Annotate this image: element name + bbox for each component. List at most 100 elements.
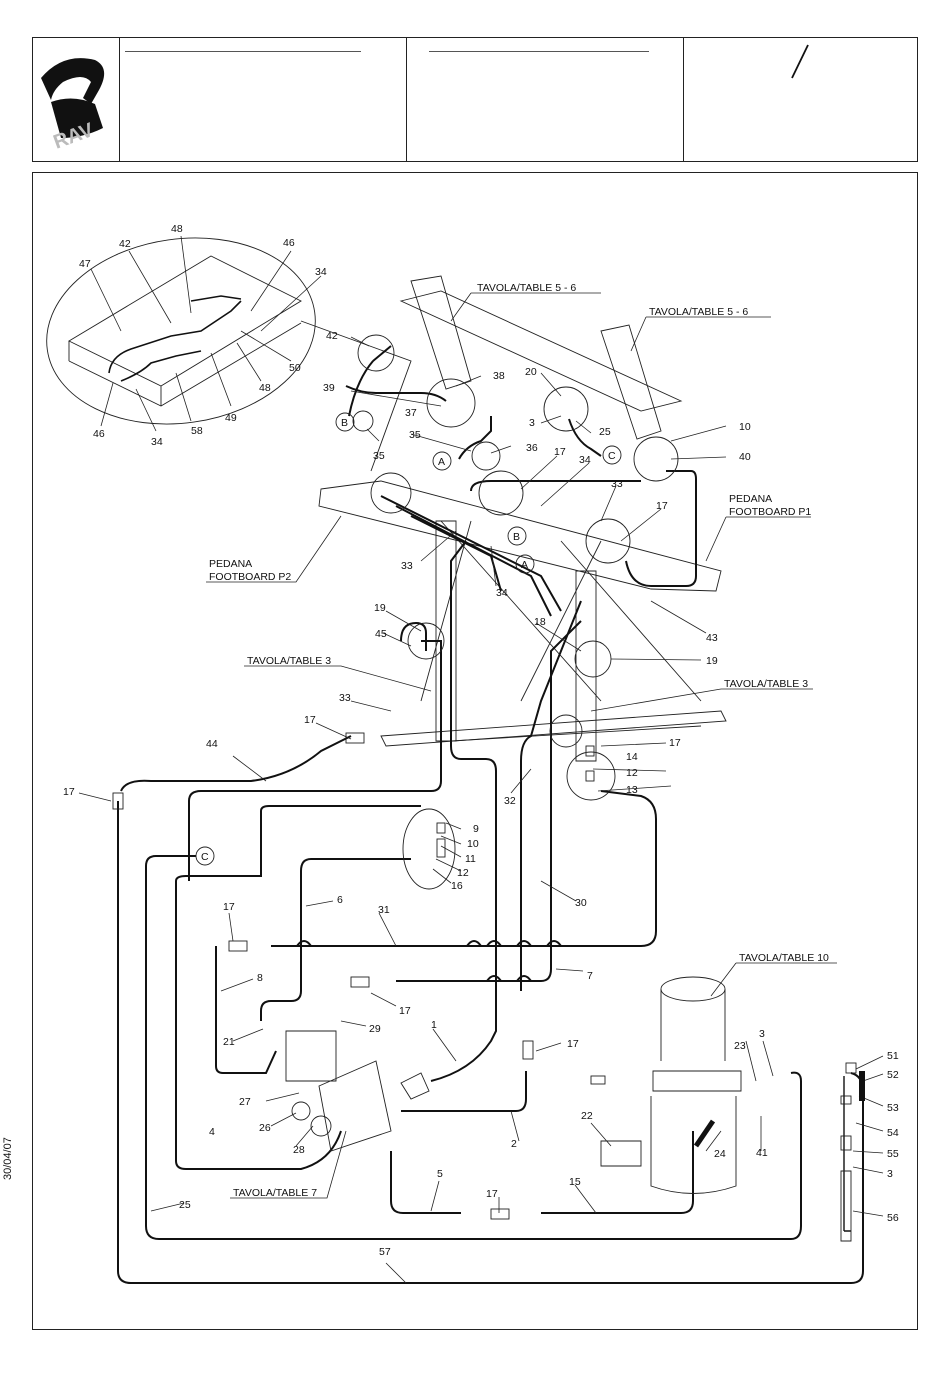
callout-40: 40 (739, 451, 751, 463)
connector-a-mid-label: A (521, 559, 528, 571)
callout-26: 26 (259, 1122, 271, 1134)
callout-46a: 46 (283, 237, 295, 249)
callout-22: 22 (581, 1110, 593, 1122)
connector-b-top-label: B (341, 417, 348, 429)
callout-48b: 48 (259, 382, 271, 394)
connector-c-top-label: C (608, 450, 616, 462)
connector-a-top-label: A (438, 456, 445, 468)
connector-c-top (602, 445, 622, 465)
callout-57: 57 (379, 1246, 391, 1258)
pipe-crossings (296, 940, 562, 982)
detail-circles (352, 334, 679, 890)
callout-3a: 3 (529, 417, 535, 429)
callout-50: 50 (289, 362, 301, 374)
connector-b-mid-label: B (513, 531, 520, 543)
title-cell-2 (406, 38, 683, 161)
date-stamp: 30/04/07 (2, 1137, 14, 1180)
callout-17e: 17 (669, 737, 681, 749)
callout-12b: 12 (626, 767, 638, 779)
connector-symbols: B A C B A C (195, 412, 622, 866)
callout-15: 15 (569, 1176, 581, 1188)
callout-34c: 34 (579, 454, 591, 466)
callout-42b: 42 (326, 330, 338, 342)
detail-ellipse (46, 237, 412, 472)
callout-6: 6 (337, 894, 343, 906)
callout-55: 55 (887, 1148, 899, 1160)
callout-27: 27 (239, 1096, 251, 1108)
callout-54: 54 (887, 1127, 899, 1139)
callout-33a: 33 (611, 478, 623, 490)
label-table-3-left: TAVOLA/TABLE 3 (247, 655, 331, 667)
callout-52: 52 (887, 1069, 899, 1081)
callout-32: 32 (504, 795, 516, 807)
callout-24: 24 (714, 1148, 726, 1160)
callout-29: 29 (369, 1023, 381, 1035)
hydraulic-diagram: B A C B A C TAVOLA/TABLE 5 - 6 TAVOLA/TA… (32, 172, 918, 1330)
callout-3c: 3 (887, 1168, 893, 1180)
callout-23: 23 (734, 1040, 746, 1052)
callout-1: 1 (431, 1019, 437, 1031)
callout-17i: 17 (486, 1188, 498, 1200)
label-footboard-p1-2: FOOTBOARD P1 (729, 506, 811, 518)
callout-7: 7 (587, 970, 593, 982)
label-footboard-p1-1: PEDANA (729, 493, 772, 505)
callout-17h: 17 (567, 1038, 579, 1050)
callout-17a: 17 (554, 446, 566, 458)
label-table-5-6-right: TAVOLA/TABLE 5 - 6 (649, 306, 748, 318)
fittings (112, 732, 865, 1220)
callout-44: 44 (206, 738, 218, 750)
callout-17c: 17 (304, 714, 316, 726)
connector-c-bottom-label: C (201, 851, 209, 863)
title-cell-1 (119, 38, 406, 161)
callout-19a: 19 (374, 602, 386, 614)
callout-35b: 35 (373, 450, 385, 462)
callout-8: 8 (257, 972, 263, 984)
callout-17b: 17 (656, 500, 668, 512)
callout-43: 43 (706, 632, 718, 644)
callout-38: 38 (493, 370, 505, 382)
title-cell-3: / (683, 38, 919, 161)
lift-structure (318, 275, 727, 762)
connector-b-mid (507, 526, 527, 546)
callout-9: 9 (473, 823, 479, 835)
title-block: RAV / (32, 37, 918, 162)
callout-30: 30 (575, 897, 587, 909)
label-table-7: TAVOLA/TABLE 7 (233, 1187, 317, 1199)
callout-47: 47 (79, 258, 91, 270)
callout-3b: 3 (759, 1028, 765, 1040)
callout-58: 58 (191, 425, 203, 437)
callout-17f: 17 (223, 901, 235, 913)
pump-unit (650, 976, 742, 1194)
callout-31: 31 (378, 904, 390, 916)
label-table-10: TAVOLA/TABLE 10 (739, 952, 829, 964)
callout-10b: 10 (467, 838, 479, 850)
callout-42a: 42 (119, 238, 131, 250)
callout-34b: 34 (151, 436, 163, 448)
callout-41: 41 (756, 1147, 768, 1159)
callout-18: 18 (534, 616, 546, 628)
connector-b-top (335, 412, 355, 432)
callout-5: 5 (437, 1168, 443, 1180)
valve-block (285, 1030, 642, 1167)
callout-12a: 12 (457, 867, 469, 879)
table-labels: TAVOLA/TABLE 5 - 6 TAVOLA/TABLE 5 - 6 PE… (206, 282, 837, 1199)
callout-33b: 33 (401, 560, 413, 572)
connector-a-mid (515, 554, 535, 574)
label-table-5-6-left: TAVOLA/TABLE 5 - 6 (477, 282, 576, 294)
callout-16: 16 (451, 880, 463, 892)
callout-19b: 19 (706, 655, 718, 667)
callout-numbers: 1 2 3 3 3 4 5 6 7 8 9 10 10 11 12 12 13 … (63, 223, 899, 1258)
callout-48a: 48 (171, 223, 183, 235)
callout-35a: 35 (409, 429, 421, 441)
callout-10a: 10 (739, 421, 751, 433)
callout-2: 2 (511, 1138, 517, 1150)
callout-21: 21 (223, 1036, 235, 1048)
callout-28: 28 (293, 1144, 305, 1156)
diagram-canvas: B A C B A C TAVOLA/TABLE 5 - 6 TAVOLA/TA… (46, 223, 899, 1284)
label-footboard-p2-2: FOOTBOARD P2 (209, 571, 291, 583)
callout-46b: 46 (93, 428, 105, 440)
leader-lines (78, 235, 884, 1284)
callout-25a: 25 (599, 426, 611, 438)
callout-53: 53 (887, 1102, 899, 1114)
callout-20: 20 (525, 366, 537, 378)
